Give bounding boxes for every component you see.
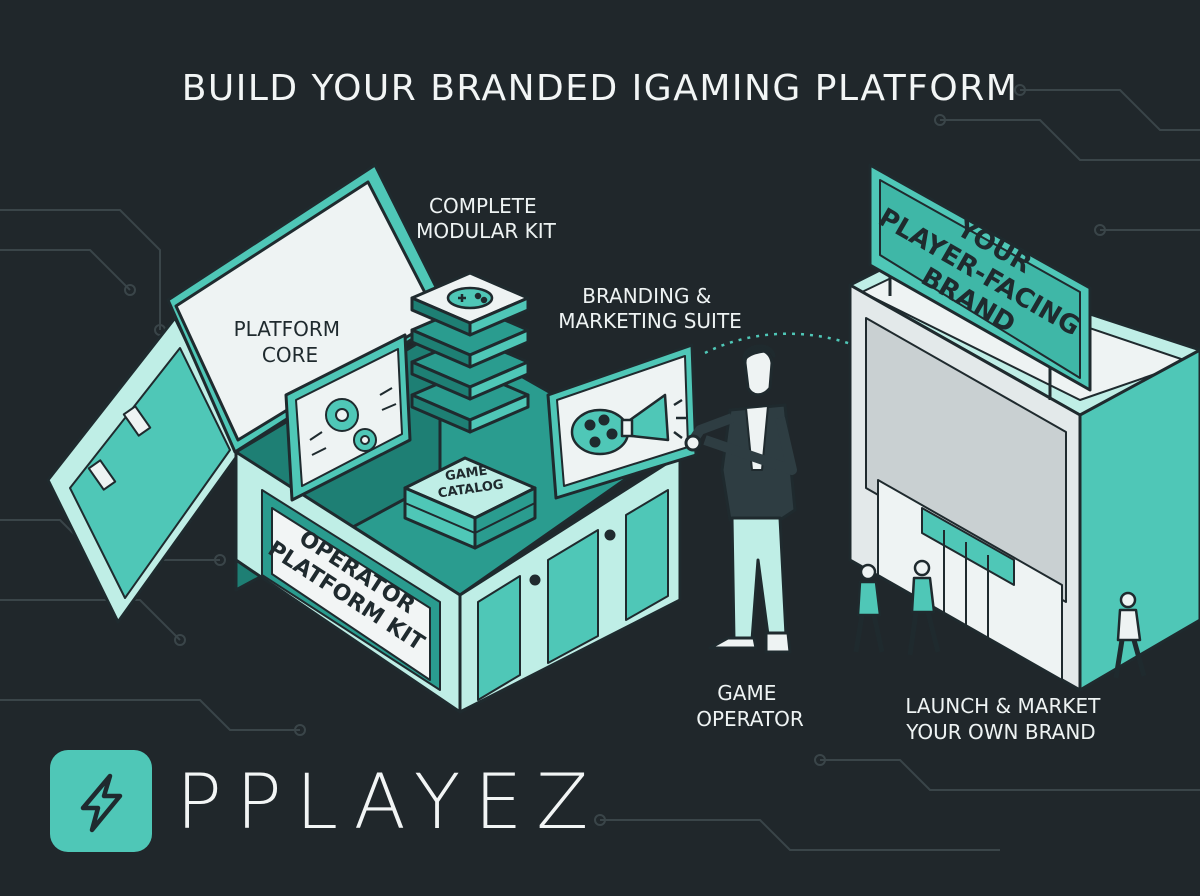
platform-core-label: PLATFORM CORE [234, 317, 347, 367]
game-catalog-server [403, 456, 537, 550]
game-operator-label: GAME OPERATOR [696, 681, 804, 731]
modular-kit-chips [410, 271, 530, 434]
branding-panel [546, 343, 698, 500]
walking-players [853, 559, 1147, 679]
gamepad-icon [446, 286, 494, 310]
launch-market-label: LAUNCH & MARKET YOUR OWN BRAND [905, 694, 1106, 744]
gears-icon [309, 387, 397, 456]
logo-badge [50, 750, 152, 852]
branding-suite-label: BRANDING & MARKETING SUITE [558, 284, 742, 333]
storefront-building [848, 163, 1200, 692]
brand-logo: PPLAYEZ [50, 750, 602, 852]
flow-arrow [704, 332, 922, 387]
platform-core-panel [284, 333, 412, 502]
game-operator-figure [684, 344, 797, 654]
palette-icon [570, 408, 630, 456]
modular-kit-label: COMPLETE MODULAR KIT [416, 194, 557, 243]
lightning-bolt-icon [80, 773, 123, 833]
logo-wordmark: PPLAYEZ [176, 757, 602, 846]
megaphone-icon [620, 393, 686, 442]
page-title: BUILD YOUR BRANDED IGAMING PLATFORM [182, 68, 1019, 109]
